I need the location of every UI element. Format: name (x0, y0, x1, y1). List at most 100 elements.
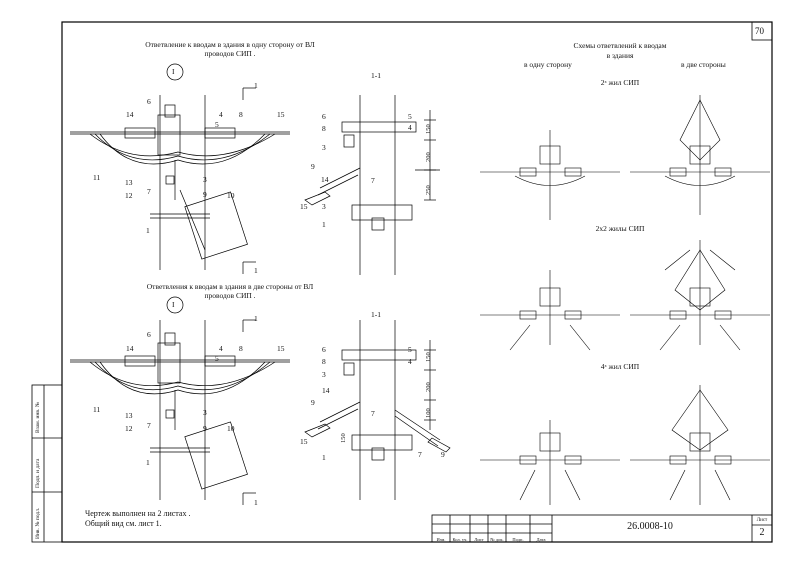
callout: 3 (322, 370, 326, 379)
strip-label-replace: Взам. инв. № (35, 402, 41, 433)
schemes-title-line2: в здания (606, 51, 634, 60)
callout: 10 (227, 424, 235, 433)
callout: 7 (371, 176, 375, 185)
callout: 5 (408, 345, 412, 354)
callout: 9 (311, 398, 315, 407)
callout: 7 (371, 409, 375, 418)
callout: 7 (418, 450, 422, 459)
callout: 12 (125, 191, 133, 200)
callout: 6 (147, 330, 151, 339)
dimension: 200 (425, 382, 432, 392)
left-strip (31, 384, 63, 543)
callout: 9 (203, 190, 207, 199)
callout: 10 (227, 191, 235, 200)
section-mark-bottom-2: 1 (254, 498, 258, 507)
callout: 15 (277, 344, 285, 353)
schemes-grid (480, 95, 770, 505)
callout: 8 (239, 110, 243, 119)
callout: 5 (215, 354, 219, 363)
callout: 4 (219, 344, 223, 353)
callout: 13 (125, 411, 133, 420)
callout: 13 (125, 178, 133, 187)
section-mark-bottom-1: 1 (254, 266, 258, 275)
strip-label-inv: Инв. № подл. (35, 507, 41, 539)
drawing-code: 26.0008-10 (627, 521, 673, 532)
stamp-col: Изм. (436, 537, 446, 542)
callout: 14 (322, 386, 330, 395)
marker-two-sides: I (172, 300, 175, 309)
title-one-side-line1: Ответвление к вводам в здания в одну сто… (145, 40, 315, 49)
callout: 14 (126, 110, 134, 119)
scheme-row-2-label: 2х2 жилы СИП (595, 224, 645, 233)
side-view-one-side (304, 95, 440, 275)
callout: 1 (322, 453, 326, 462)
marker-one-side: I (172, 67, 175, 76)
callout: 9 (311, 162, 315, 171)
callout: 3 (322, 143, 326, 152)
note-line2: Общий вид см. лист 1. (85, 519, 162, 528)
callout: 1 (146, 226, 150, 235)
callout: 14 (126, 344, 134, 353)
page-number: 70 (755, 26, 764, 36)
callout: 11 (93, 173, 101, 182)
section-two-sides: 1-1 (371, 310, 381, 319)
title-two-sides-line2: проводов СИП . (204, 291, 256, 300)
stamp-col: Кол. уч. (452, 537, 468, 542)
dimension: 200 (425, 152, 432, 162)
outer-frame (61, 21, 773, 543)
callout: 6 (147, 97, 151, 106)
main-view-two-sides (70, 296, 290, 505)
callout: 8 (322, 357, 326, 366)
callout: 1 (322, 220, 326, 229)
dimension: 100 (425, 408, 432, 418)
schemes-col-two-sides: в две стороны (681, 60, 726, 69)
callout: 6 (322, 345, 326, 354)
page-number-box (751, 21, 773, 41)
title-one-side-line2: проводов СИП . (204, 49, 256, 58)
main-view-one-side (70, 63, 290, 274)
scheme-row-3-label: 4ˣ жил СИП (600, 362, 640, 371)
callout: 7 (147, 187, 151, 196)
side-view-two-sides (304, 320, 451, 500)
callout: 15 (300, 437, 308, 446)
callout: 8 (239, 344, 243, 353)
dimension: 150 (425, 352, 432, 362)
callout: 6 (322, 112, 326, 121)
callout: 7 (147, 421, 151, 430)
callout: 3 (203, 175, 207, 184)
schemes-title-line1: Схемы ответвлений к вводам (573, 41, 667, 50)
title-two-sides-line1: Ответвления к вводам в здания в две стор… (146, 282, 314, 291)
sheet-label: Лист (756, 518, 768, 523)
callout: 4 (219, 110, 223, 119)
callout: 5 (215, 120, 219, 129)
strip-label-sign: Подп. и дата (35, 458, 41, 488)
callout: 14 (321, 175, 329, 184)
callout: 12 (125, 424, 133, 433)
callout: 8 (322, 124, 326, 133)
section-mark-top-1: 1 (254, 81, 258, 90)
callout: 3 (322, 202, 326, 211)
callout: 15 (277, 110, 285, 119)
callout: 3 (203, 408, 207, 417)
stamp-col: № док. (490, 537, 504, 542)
callout: 1 (146, 458, 150, 467)
schemes-col-one-side: в одну сторону (524, 60, 572, 69)
stamp-col: Дата (536, 537, 546, 542)
callout: 9 (441, 450, 445, 459)
sheet-number: 2 (759, 527, 765, 538)
callout: 15 (300, 202, 308, 211)
stamp-col: Лист (474, 537, 484, 542)
callout: 9 (203, 424, 207, 433)
callout: 4 (408, 123, 412, 132)
callout: 11 (93, 405, 101, 414)
dimension: 150 (425, 124, 432, 134)
section-mark-top-2: 1 (254, 314, 258, 323)
stamp-col: Подп. (512, 537, 524, 542)
title-block (431, 514, 773, 543)
note-line1: Чертеж выполнен на 2 листах . (85, 509, 191, 518)
callout: 4 (408, 357, 412, 366)
section-one-side: 1-1 (371, 71, 381, 80)
scheme-row-1-label: 2ˣ жил СИП (600, 78, 640, 87)
dimension: 150 (340, 433, 347, 443)
